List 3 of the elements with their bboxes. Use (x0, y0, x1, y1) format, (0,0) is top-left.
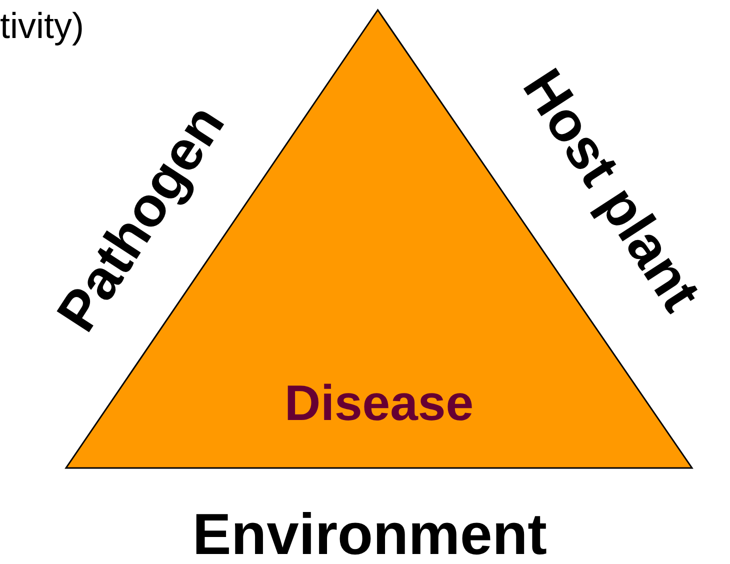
partial-heading: tivity) (0, 8, 84, 44)
triangle-label: Disease (283, 378, 475, 428)
base-label: Environment (192, 506, 547, 564)
